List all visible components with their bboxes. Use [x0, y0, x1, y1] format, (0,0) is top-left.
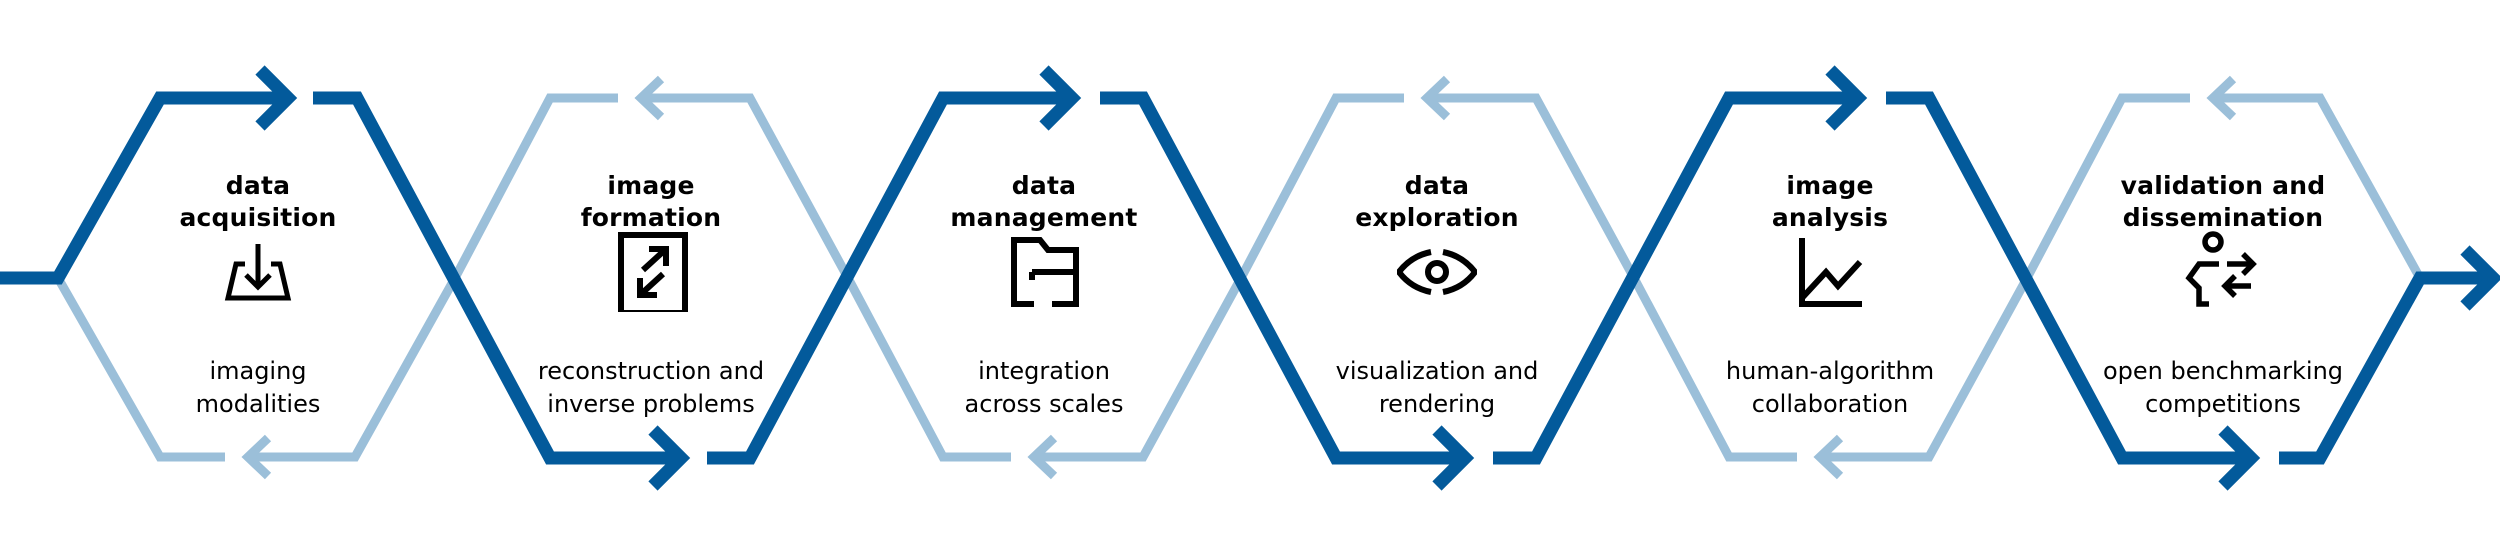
title-line: management	[950, 203, 1138, 232]
title-line: acquisition	[179, 203, 337, 232]
subtitle-line: reconstruction and	[537, 357, 765, 385]
title-line: data	[1404, 171, 1470, 200]
title-line: image	[607, 171, 695, 200]
subtitle-line: rendering	[1378, 390, 1496, 418]
stage-subtitle: integration across scales	[894, 355, 1194, 421]
subtitle-line: human-algorithm	[1725, 357, 1935, 385]
title-line: exploration	[1355, 203, 1519, 232]
frame-expand-arrows-icon	[618, 232, 688, 312]
stage-title: image formation	[501, 170, 801, 234]
stage-subtitle: reconstruction and inverse problems	[501, 355, 801, 421]
forward-flow-lines	[0, 65, 2500, 491]
eye-icon	[1397, 249, 1477, 295]
stage-title: data management	[894, 170, 1194, 234]
line-chart-icon	[1799, 238, 1863, 307]
subtitle-line: collaboration	[1751, 390, 1909, 418]
title-line: analysis	[1771, 203, 1889, 232]
title-line: data	[225, 171, 291, 200]
subtitle-line: integration	[978, 357, 1110, 385]
title-line: image	[1786, 171, 1874, 200]
title-line: validation and	[2120, 171, 2326, 200]
person-exchange-icon	[2185, 231, 2257, 307]
subtitle-line: inverse problems	[547, 390, 755, 418]
stage-subtitle: imaging modalities	[108, 355, 408, 421]
stage-title: data acquisition	[108, 170, 408, 234]
subtitle-line: open benchmarking	[2102, 357, 2344, 385]
stage-subtitle: visualization and rendering	[1287, 355, 1587, 421]
folder-icon	[1011, 237, 1079, 307]
stage-subtitle: human-algorithm collaboration	[1680, 355, 1980, 421]
subtitle-line: competitions	[2145, 390, 2301, 418]
stage-title: data exploration	[1287, 170, 1587, 234]
stage-subtitle: open benchmarking competitions	[2073, 355, 2373, 421]
subtitle-line: imaging	[209, 357, 307, 385]
title-line: data	[1011, 171, 1077, 200]
stage-title: validation and dissemination	[2073, 170, 2373, 234]
subtitle-line: visualization and	[1335, 357, 1539, 385]
subtitle-line: modalities	[195, 390, 321, 418]
subtitle-line: across scales	[964, 390, 1124, 418]
stage-title: image analysis	[1680, 170, 1980, 234]
title-line: formation	[580, 203, 722, 232]
title-line: dissemination	[2122, 203, 2324, 232]
tray-download-icon	[224, 244, 292, 301]
